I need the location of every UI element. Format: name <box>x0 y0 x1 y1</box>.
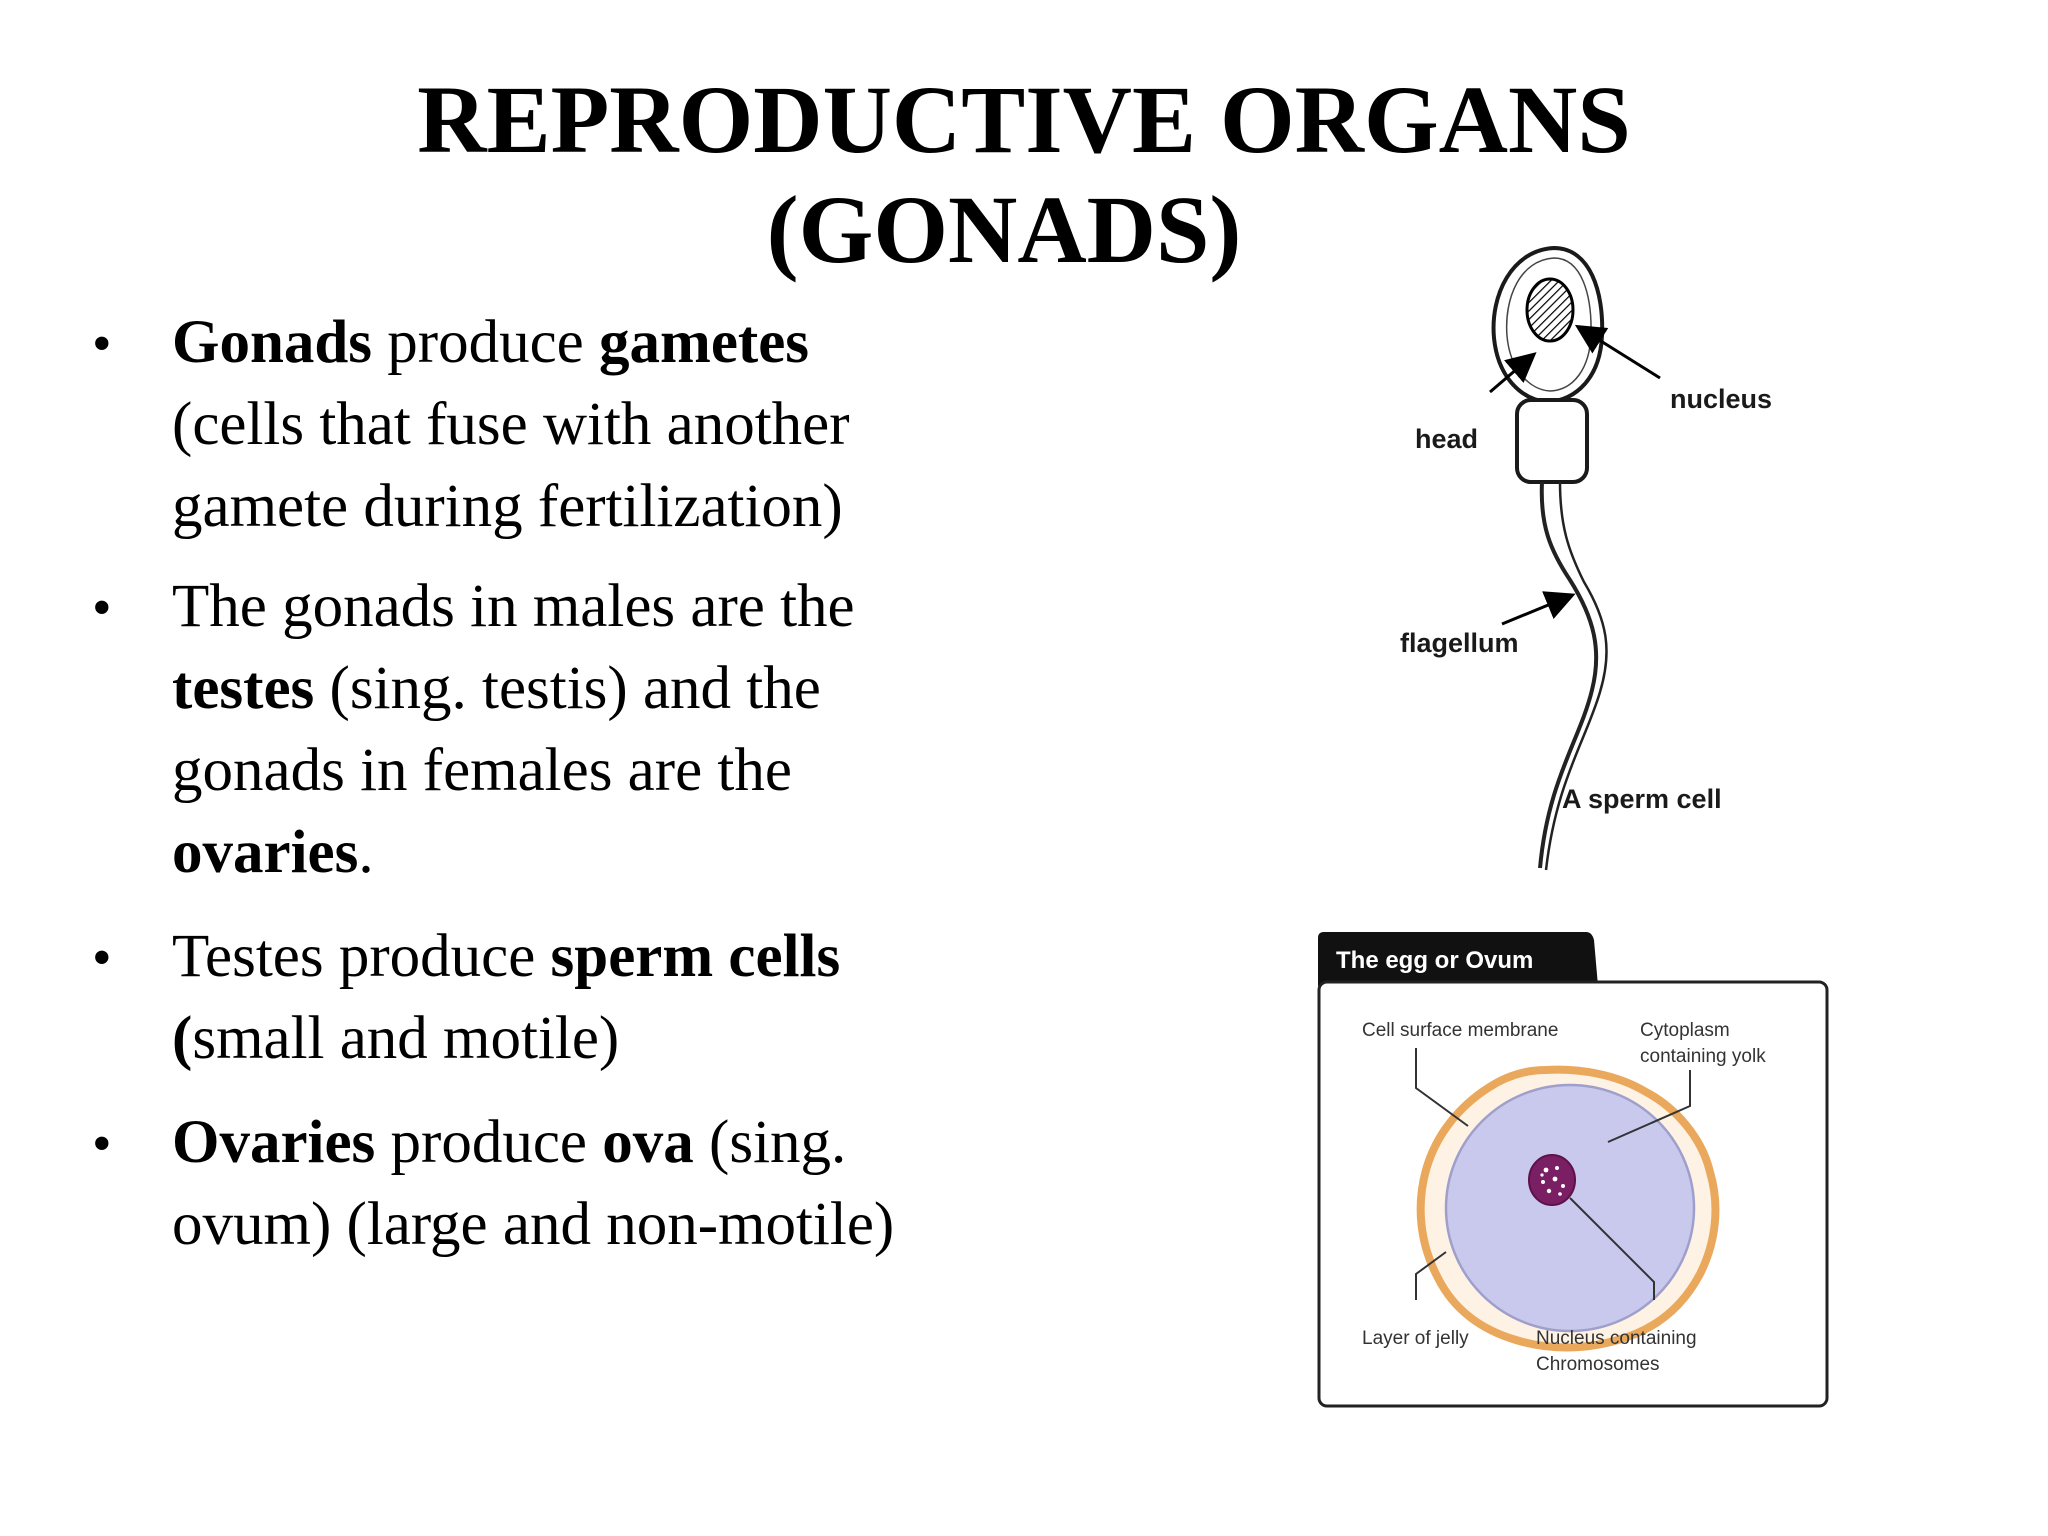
bold-term: Gonads <box>172 309 373 376</box>
bullet-marker: • <box>92 927 112 989</box>
sperm-label-flagellum: flagellum <box>1400 628 1519 658</box>
bold-term: ova <box>602 1109 694 1176</box>
ovum-label-nucleus-2: Chromosomes <box>1536 1354 1660 1375</box>
bullet-list: • Gonads produce gametes (cells that fuse … <box>92 312 894 1255</box>
bullet-4-line-2: ovum) (large and non-motile) <box>172 1194 894 1255</box>
bullet-3-line-2: (small and motile) <box>172 1008 619 1069</box>
bullet-2-line-3: gonads in females are the <box>172 740 792 801</box>
nucleus-arrow <box>1574 324 1661 380</box>
bullet-text: . <box>358 819 374 886</box>
slide-title-line2: (GONADS) <box>766 176 1242 283</box>
bold-term: sperm cells <box>550 923 841 990</box>
bold-term: Ovaries <box>172 1109 376 1176</box>
ovum-label-nucleus-1: Nucleus containing <box>1536 1328 1697 1349</box>
ovum-label-cytoplasm-1: Cytoplasm <box>1640 1020 1730 1041</box>
bullet-text: Testes produce <box>172 923 551 990</box>
sperm-label-head: head <box>1415 424 1478 454</box>
bullet-2-line-1: The gonads in males are the <box>172 576 855 637</box>
sperm-label-nucleus: nucleus <box>1670 384 1772 414</box>
sperm-flagellum-shape <box>1538 481 1599 869</box>
bullet-marker: • <box>92 313 112 375</box>
bullet-1-line-3: gamete during fertilization) <box>172 476 843 537</box>
bold-term: gametes <box>599 309 810 376</box>
ovum-svg: The egg or Ovum Cell surface membra <box>1317 932 1829 1408</box>
ovum-chromosomes <box>1540 1166 1565 1196</box>
bullet-text: gamete during fertilization) <box>172 473 843 540</box>
sperm-caption: A sperm cell <box>1562 784 1722 814</box>
leader-cytoplasm <box>1607 1070 1691 1143</box>
bullet-2-line-4: ovaries. <box>172 822 374 883</box>
sperm-midpiece-shape <box>1515 398 1589 484</box>
bold-term: testes <box>172 655 315 722</box>
bullet-text: The gonads in males are the <box>172 573 855 640</box>
ovum-title-tab <box>1318 932 1598 986</box>
ovum-diagram: The egg or Ovum Cell surface membra <box>1316 930 1836 1420</box>
ovum-nucleus <box>1528 1154 1576 1206</box>
bullet-4-line-1: Ovaries produce ova (sing. <box>172 1112 846 1173</box>
bullet-2-line-2: testes (sing. testis) and the <box>172 658 821 719</box>
ovum-cytoplasm <box>1444 1083 1696 1333</box>
bullet-text: (sing. <box>693 1109 847 1176</box>
sperm-cell-svg: head nucleus flagellum A sperm cell <box>1400 245 1772 871</box>
leader-jelly <box>1415 1251 1447 1300</box>
ovum-label-jelly: Layer of jelly <box>1362 1328 1469 1349</box>
sperm-nucleus-shape <box>1525 277 1575 343</box>
flagellum-arrow <box>1501 591 1576 626</box>
bullet-1-line-1: Gonads produce gametes <box>172 312 809 373</box>
bullet-text: (cells that fuse with another <box>172 391 850 458</box>
bullet-text: (sing. testis) and the <box>314 655 821 722</box>
bullet-3-line-1: Testes produce sperm cells <box>172 926 840 987</box>
bullet-marker: • <box>92 1113 112 1175</box>
bold-term: ( <box>172 1005 193 1072</box>
ovum-label-membrane: Cell surface membrane <box>1362 1020 1558 1041</box>
bullet-text: small and motile) <box>192 1005 620 1072</box>
bold-term: ovaries <box>172 819 359 886</box>
bullet-text: produce <box>372 309 600 376</box>
ovum-label-cytoplasm-2: containing yolk <box>1640 1046 1766 1067</box>
leader-cell-membrane <box>1415 1048 1469 1127</box>
bullet-1-line-2: (cells that fuse with another <box>172 394 850 455</box>
slide-title-line1: REPRODUCTIVE ORGANS <box>417 66 1631 173</box>
bullet-text: produce <box>375 1109 603 1176</box>
bullet-text: gonads in females are the <box>172 737 792 804</box>
leader-nucleus <box>1569 1197 1655 1300</box>
ovum-tab-label: The egg or Ovum <box>1336 947 1533 974</box>
bullet-marker: • <box>92 577 112 639</box>
bullet-text: ovum) (large and non-motile) <box>172 1191 895 1258</box>
head-arrow <box>1489 352 1537 394</box>
sperm-cell-diagram: head nucleus flagellum A sperm cell <box>1370 240 1810 880</box>
